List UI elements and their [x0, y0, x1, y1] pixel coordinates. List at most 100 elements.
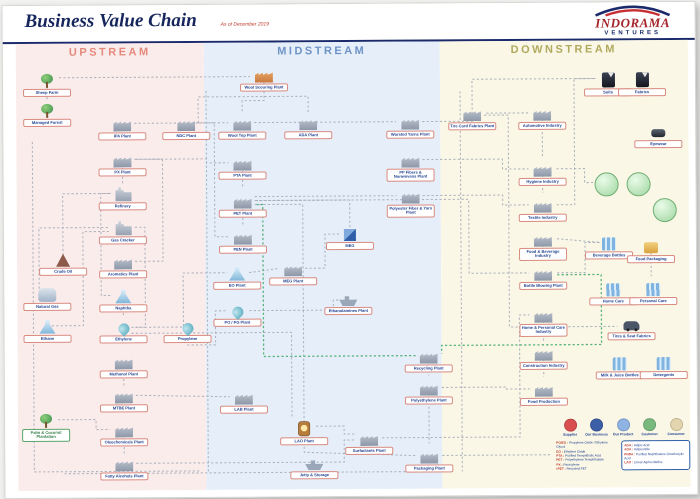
factory-icon: [401, 154, 419, 168]
flask-icon: [38, 320, 56, 334]
node-label: Food Production: [519, 397, 568, 406]
node-mtbe-plant: MTBE Plant: [99, 389, 148, 413]
node-ipa-plant: IPA Plant: [98, 117, 147, 141]
node-label: Personal Care: [629, 297, 678, 306]
factory-icon: [360, 432, 378, 446]
node-label: Hygiene Industry: [518, 177, 567, 186]
derrick-icon: [56, 253, 71, 267]
factory-icon: [299, 116, 317, 130]
factory-icon: [114, 255, 132, 269]
node-label: Tires & Seat Fabrics: [607, 332, 656, 341]
bottles-icon: [612, 357, 627, 371]
abbreviation-line: PO/EG : Propylene Oxide / Ethylene Glyco…: [556, 440, 608, 450]
factory-icon: [113, 153, 131, 167]
factory-icon: [534, 267, 552, 281]
node-food-beverage-industry: Food & Beverage Industry: [518, 233, 568, 261]
node-naphtha: Naphtha: [99, 289, 148, 313]
flask-icon: [228, 267, 246, 281]
node-wool-top-plant: Wool Top Plant: [218, 117, 267, 140]
tree-icon: [38, 74, 56, 88]
node-eyewear: Eyewear: [634, 126, 683, 149]
ship-icon: [339, 292, 357, 306]
node-label: Gas Cracker: [98, 236, 147, 245]
factory-icon: [115, 423, 133, 437]
legend-label: Customer: [641, 432, 658, 437]
cube-icon: [343, 228, 356, 242]
legend-item-our-business: Our Business: [585, 418, 609, 437]
node-methanol-plant: Methanol Plant: [99, 355, 148, 379]
node-bottle-blowing-plant: Bottle Blowing Plant: [519, 267, 568, 290]
node-label: LAB Plant: [219, 405, 268, 414]
bottles-icon: [646, 283, 661, 297]
node-label: Wool Top Plant: [218, 131, 267, 140]
node-propylene: Propylene: [163, 320, 212, 343]
node-label: Naphtha: [99, 304, 148, 313]
factory-icon: [420, 381, 438, 395]
node-label: Surfactants Plant: [345, 446, 394, 455]
factory-icon: [534, 233, 552, 247]
factory-icon: [115, 457, 133, 471]
circle-green-icon: [652, 198, 677, 223]
legend-dot-icon: [616, 418, 630, 432]
node-label: PTA Plant: [218, 171, 267, 180]
tree-icon: [37, 414, 55, 428]
node-managed-forest: Managed Forest: [23, 104, 72, 127]
node-label: Eyewear: [634, 139, 683, 149]
node-food-production: Food Production: [519, 383, 568, 406]
node-label: Fatty Alcohols Plant: [100, 472, 149, 481]
node-pen-plant: PEN Plant: [218, 231, 268, 254]
node-label: Textile Industry: [518, 213, 567, 222]
factory-orange-icon: [255, 68, 273, 82]
node-label: Oleochemicals Plant: [100, 438, 149, 447]
value-chain-diagram: UPSTREAM MIDSTREAM DOWNSTREAM Sheep Farm…: [15, 39, 691, 492]
node-label: Packaging Plant: [405, 464, 454, 473]
node-label: Aromatics Plant: [99, 270, 148, 279]
node-ada-plant: ADA Plant: [284, 116, 333, 140]
indorama-logo: INDORAMA VENTURES: [585, 4, 681, 38]
factory-icon: [235, 391, 253, 405]
node-milk-juice-bottles: Milk & Juice Bottles: [595, 356, 644, 380]
abbreviation-line: LAO : Linear Alpha Olefins: [624, 460, 663, 465]
node-label: MEG: [325, 241, 374, 250]
node-label: Palm & Coconut Plantation: [22, 428, 71, 442]
node-fatty-alcohols-plant: Fatty Alcohols Plant: [100, 457, 149, 481]
factory-icon: [284, 262, 302, 276]
abbreviation-line: PNDA : Purified Naphthalene Dicarboxylic…: [624, 451, 684, 461]
factory-icon: [534, 309, 552, 323]
node-sheep-farm: Sheep Farm: [23, 74, 72, 97]
node-label: EO Plant: [213, 281, 262, 290]
flask-icon: [114, 289, 132, 303]
node-label: Milk & Juice Bottles: [595, 371, 644, 380]
refinery-icon: [114, 187, 132, 201]
circle-green-icon: [626, 172, 651, 197]
node-label: Methanol Plant: [99, 370, 148, 379]
node-label: Construction Industry: [519, 361, 568, 370]
factory-icon: [113, 117, 131, 131]
legend-dot-icon: [590, 418, 604, 432]
node-label: Refinery: [98, 202, 147, 211]
node-label: PET Plant: [218, 209, 267, 218]
node-label: Ethanolamines Plant: [324, 306, 373, 315]
node-beverage-bottles: Beverage Bottles: [585, 236, 634, 260]
node-meg-plant: MEG Plant: [269, 262, 318, 286]
node-refinery: Refinery: [98, 187, 147, 211]
node-label: PP Fibers & Nonwovens Plant: [386, 168, 435, 182]
node-eo-plant: EO Plant: [213, 267, 262, 290]
node-tire-cord-plant: Tire Cord Fabrics Plant: [448, 107, 497, 131]
factory-icon: [533, 107, 551, 121]
factory-icon: [534, 199, 552, 213]
drop-icon: [229, 304, 246, 320]
node-label: Polyester Fiber & Yarn Plant: [386, 204, 435, 218]
drop-icon: [179, 320, 196, 337]
node-ethane: Ethane: [23, 320, 72, 343]
page-title: Business Value Chain: [24, 9, 197, 32]
node-label: MEG Plant: [269, 277, 318, 286]
node-label: NDC Plant: [162, 131, 211, 140]
node-ethanolamines-plant: Ethanolamines Plant: [324, 292, 373, 315]
factory-icon: [177, 117, 195, 131]
abbreviation-row: PO/EG : Propylene Oxide / Ethylene Glyco…: [556, 439, 691, 471]
node-label: Managed Forest: [23, 118, 72, 127]
product-dark-icon: [651, 129, 666, 138]
